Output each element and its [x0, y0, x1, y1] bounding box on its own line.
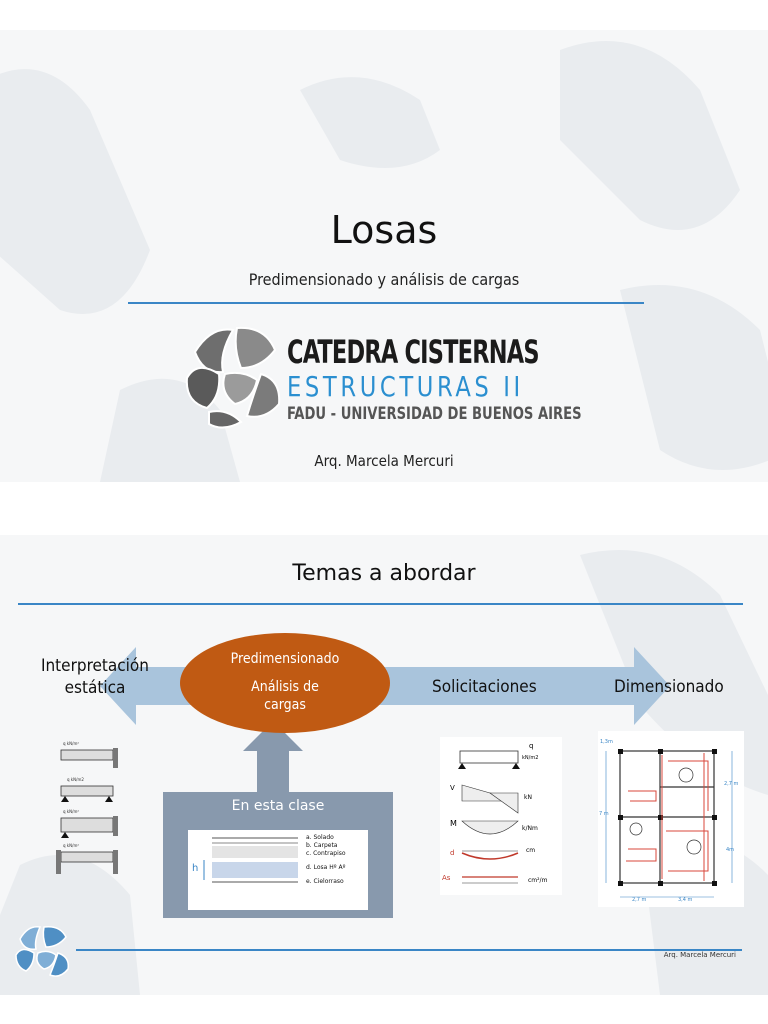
plan-dim-bottom-right: 3,4 m [678, 897, 693, 903]
slide-subtitle: Predimensionado y análisis de cargas [248, 270, 520, 289]
static-beam-diagrams: q kN/m² q kN/m2 q kN/m² q kN/m² [55, 740, 125, 880]
layer-b: b. Carpeta [306, 842, 338, 849]
logo-line-fadu: FADU - UNIVERSIDAD DE BUENOS AIRES [287, 404, 582, 424]
layer-e: e. Cielorraso [306, 878, 344, 885]
diag-q-unit: kN/m2 [522, 755, 539, 761]
slab-section-diagram: h a. Solado b. Carpeta c. Contrapiso d. … [188, 830, 368, 910]
layer-c: c. Contrapiso [306, 850, 346, 857]
plan-dim-right-bottom: 4m [726, 847, 735, 853]
footer-divider [76, 949, 742, 951]
label-dimensionado: Dimensionado [614, 677, 724, 697]
slide-title: Losas [330, 208, 438, 252]
footer-author: Arq. Marcela Mercuri [663, 951, 736, 959]
label-interpretacion-estatica: Interpretación estática [40, 656, 149, 698]
diag-d-unit: cm [526, 847, 536, 854]
up-arrow [243, 721, 303, 793]
plan-dim-right-top: 2,7 m [724, 781, 739, 787]
slide-title: Temas a abordar [292, 561, 476, 586]
diag-v-unit: kN [524, 794, 532, 801]
diag-v: V [450, 784, 455, 792]
diag-as-unit: cm²/m [528, 877, 548, 884]
layer-d: d. Losa Hº Aº [306, 864, 346, 871]
diag-d: d [450, 849, 455, 857]
oval-line-cargas: cargas [264, 697, 306, 713]
layer-list: a. Solado b. Carpeta c. Contrapiso d. Lo… [306, 834, 346, 886]
footer-logo-icon [15, 925, 70, 977]
title-divider [18, 603, 743, 605]
plan-dim-left: 7 m [599, 811, 609, 817]
current-topic-oval: Predimensionado Análisis de cargas [180, 633, 390, 733]
class-box-title: En esta clase [231, 798, 325, 814]
logo-line-estructuras: ESTRUCTURAS II [287, 370, 524, 403]
slab-height-label: h [192, 863, 199, 874]
plan-dim-top-left: 1,3m [600, 739, 613, 745]
layer-a: a. Solado [306, 834, 334, 841]
title-divider [128, 302, 644, 304]
author: Arq. Marcela Mercuri [314, 452, 454, 470]
beam-load-2: q kN/m2 [67, 777, 84, 782]
logo-line-catedra: CATEDRA CISTERNAS [287, 333, 540, 371]
label-solicitaciones: Solicitaciones [432, 677, 537, 697]
diag-m-unit: k/Nm [522, 825, 538, 832]
class-box: En esta clase h a. Solado b. Carpeta c. … [163, 792, 393, 918]
solicitaciones-diagram: q kN/m2 V kN M k/Nm d cm As cm²/m [440, 737, 562, 895]
catedra-logo-icon [185, 326, 281, 429]
topics-slide: Temas a abordar Interpretación estática … [0, 535, 768, 995]
oval-line-analisis: Análisis de [251, 679, 319, 695]
diag-q: q [529, 742, 534, 750]
beam-load-4: q kN/m² [63, 843, 79, 848]
diag-m: M [450, 819, 457, 828]
oval-line-predimensionado: Predimensionado [230, 651, 340, 667]
beam-load-3: q kN/m² [63, 809, 79, 814]
diag-as: As [442, 874, 451, 882]
plan-dim-bottom-left: 2,7 m [632, 897, 647, 903]
beam-load-1: q kN/m² [63, 741, 79, 746]
dimensionado-plan: 2,7 m 3,4 m 7 m 2,7 m 4m 1,3m [598, 731, 744, 907]
title-slide: Losas Predimensionado y análisis de carg… [0, 30, 768, 482]
